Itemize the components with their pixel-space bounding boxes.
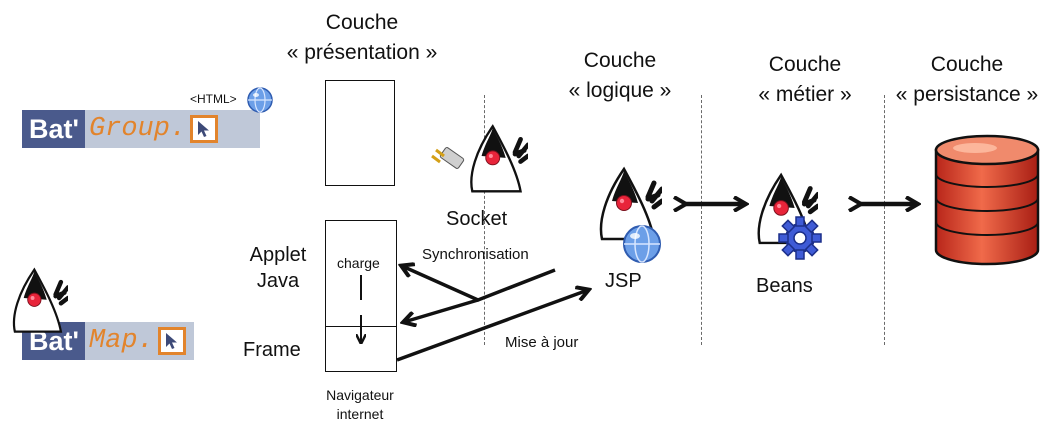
database-icon [934, 134, 1040, 266]
layer-title-logique-line2: « logique » [568, 79, 672, 102]
batgroup-logo-prefix: Bat' [22, 110, 85, 148]
divider-logique-metier [701, 95, 702, 345]
socket-label: Socket [446, 208, 508, 230]
synchronisation-label: Synchronisation [422, 246, 529, 263]
charge-label: charge [337, 255, 380, 271]
synchronisation-arrow-frame [404, 298, 479, 322]
synchronisation-arrow-applet [402, 266, 556, 302]
applet-label-line1: Applet [249, 244, 307, 266]
layer-title-presentation-line2: « présentation » [286, 41, 438, 64]
layer-title-persistance-line2: « persistance » [895, 83, 1039, 106]
arrow-cursor-icon [157, 327, 186, 355]
beans-label: Beans [756, 275, 813, 297]
browser-caption-line1: Navigateur [326, 387, 394, 403]
layer-title-metier-line1: Couche [768, 53, 842, 76]
mise-a-jour-arrow [396, 290, 588, 362]
html-tag-label: <HTML> [190, 92, 237, 106]
frame-label: Frame [243, 339, 301, 361]
browser-caption-line2: internet [336, 406, 384, 422]
socket-plug-icon [431, 147, 465, 169]
layer-title-presentation-line1: Couche [325, 11, 399, 34]
globe-icon [247, 87, 273, 113]
globe-icon [623, 225, 661, 263]
jsp-label: JSP [605, 270, 642, 292]
divider-metier-persistance [884, 95, 885, 345]
batgroup-logo: Bat' Group. [22, 110, 260, 148]
layer-title-persistance: Couche « persistance » [882, 50, 1052, 110]
batgroup-logo-word: Group. [88, 114, 187, 144]
layer-title-metier-line2: « métier » [758, 83, 852, 106]
divider-presentation-logique [484, 95, 485, 345]
arrow-cursor-icon [190, 115, 219, 143]
browser-caption: Navigateur internet [300, 386, 420, 424]
duke-icon [471, 126, 528, 191]
applet-label-line2: Java [256, 270, 300, 292]
applet-label: Applet Java [240, 242, 316, 294]
layer-title-logique-line1: Couche [583, 49, 657, 72]
duke-icon [14, 270, 68, 332]
layer-title-logique: Couche « logique » [540, 46, 700, 106]
gear-icon [778, 216, 822, 260]
layer-title-metier: Couche « métier » [725, 50, 885, 110]
batmap-logo-word: Map. [88, 326, 154, 356]
presentation-box [325, 80, 395, 186]
mise-a-jour-label: Mise à jour [505, 334, 579, 351]
layer-title-persistance-line1: Couche [930, 53, 1004, 76]
layer-title-presentation: Couche « présentation » [262, 8, 462, 68]
